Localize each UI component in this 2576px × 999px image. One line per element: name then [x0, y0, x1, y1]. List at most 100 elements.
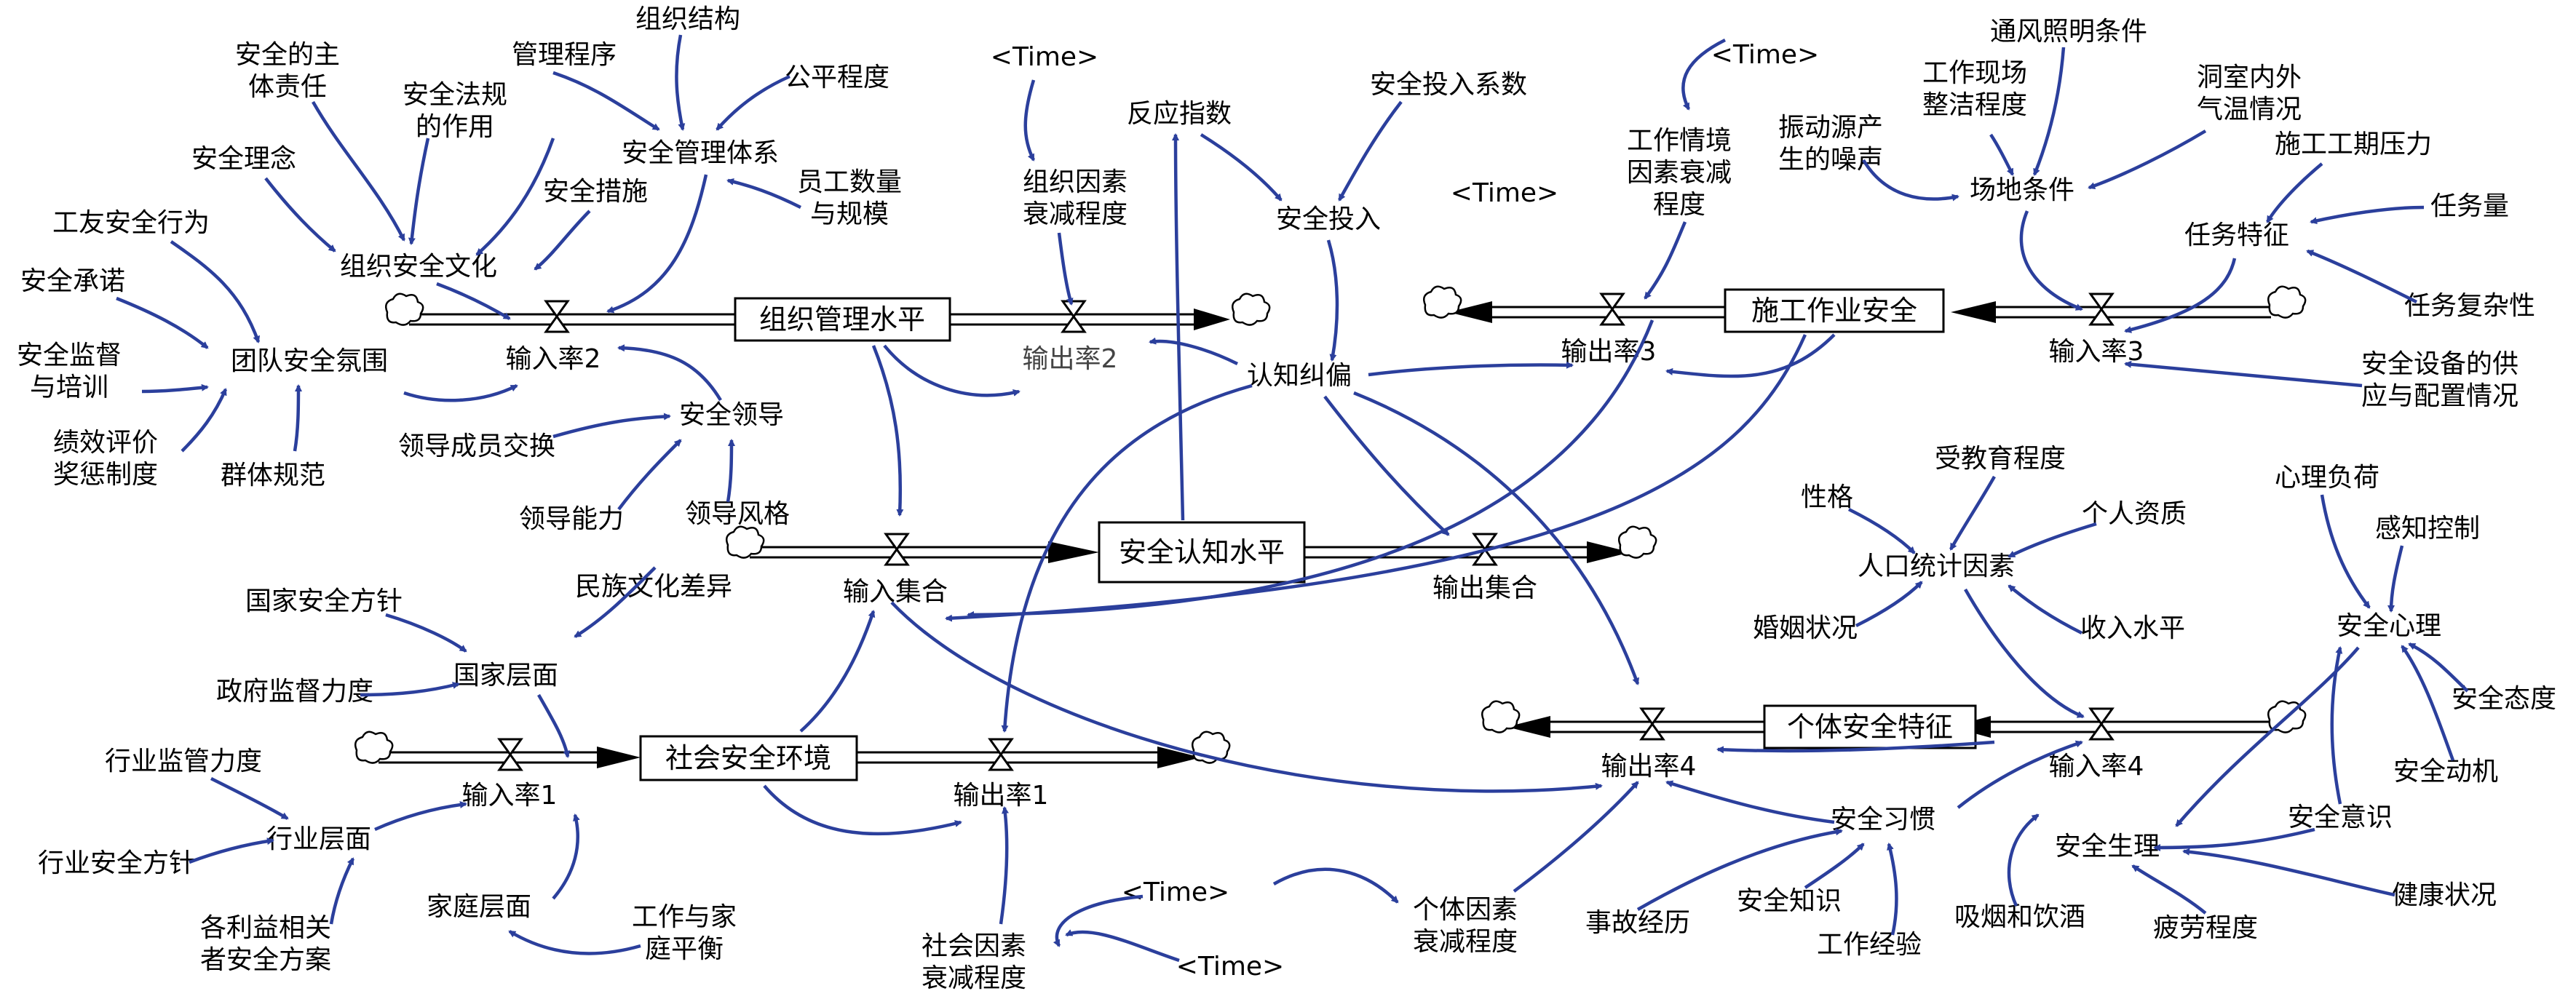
var-law: 安全法规的作用	[403, 80, 507, 142]
rate-out1: 输出率1	[954, 781, 1049, 811]
rate-in1: 输入率1	[462, 781, 558, 811]
var-safe-awareness: 安全意识	[2288, 803, 2393, 832]
var-social-decay: 社会因素衰减程度	[922, 931, 1026, 993]
var-task-feat: 任务特征	[2184, 220, 2289, 250]
cloud-icon	[1618, 525, 1657, 559]
stock-label: 社会安全环境	[665, 742, 831, 774]
var-temp: 洞室内外气温情况	[2197, 63, 2302, 124]
var-time-1: <Time>	[991, 42, 1098, 72]
cloud-icon	[1423, 285, 1462, 319]
var-supervise: 安全监督与培训	[17, 341, 122, 402]
var-cog-correct: 认知纠偏	[1247, 361, 1352, 391]
var-mgmt-sys: 安全管理体系	[622, 138, 779, 168]
var-work-family: 工作与家庭平衡	[632, 902, 737, 964]
var-qualification: 个人资质	[2082, 499, 2187, 529]
var-nation: 国家层面	[453, 661, 558, 690]
valve-in-set	[884, 533, 910, 566]
var-perception: 感知控制	[2375, 514, 2480, 544]
var-staff: 员工数量与规模	[797, 167, 902, 229]
var-lead-ability: 领导能力	[519, 504, 624, 534]
var-safe-psych: 安全心理	[2337, 611, 2441, 641]
var-mgmt-proc: 管理程序	[512, 40, 617, 70]
var-vent: 通风照明条件	[1990, 17, 2147, 47]
stock-social[interactable]: 社会安全环境	[639, 735, 858, 781]
var-health: 健康状况	[2392, 880, 2497, 910]
cloud-icon	[1232, 292, 1271, 326]
var-fatigue: 疲劳程度	[2153, 913, 2258, 943]
var-smoke: 吸烟和饮酒	[1954, 902, 2085, 932]
valve-in3	[2088, 292, 2115, 326]
valve-in2	[544, 300, 570, 333]
stock-site[interactable]: 施工作业安全	[1724, 288, 1945, 333]
var-task-amount: 任务量	[2430, 191, 2509, 221]
rate-out2: 输出率2	[1023, 344, 1118, 374]
var-demographic: 人口统计因素	[1858, 552, 2015, 581]
var-invest: 安全投入	[1276, 204, 1381, 234]
cloud-icon	[2267, 285, 2307, 319]
rate-in4: 输入率4	[2049, 752, 2144, 781]
var-indiv-decay: 个体因素衰减程度	[1413, 895, 1518, 957]
var-perf: 绩效评价奖惩制度	[53, 428, 158, 490]
stock-org[interactable]: 组织管理水平	[734, 297, 951, 342]
var-site-cond: 场地条件	[1970, 175, 2074, 205]
var-safe-subject: 安全的主体责任	[235, 40, 340, 102]
stock-label: 安全认知水平	[1119, 536, 1285, 568]
var-commit: 安全承诺	[20, 266, 125, 296]
cloud-icon	[726, 525, 765, 559]
var-accident: 事故经历	[1585, 908, 1690, 938]
stock-aware[interactable]: 安全认知水平	[1098, 521, 1306, 584]
var-team: 团队安全氛围	[231, 346, 388, 376]
var-fair: 公平程度	[785, 63, 889, 92]
var-knowledge: 安全知识	[1737, 886, 1842, 916]
var-stakeholder: 各利益相关者安全方案	[200, 913, 331, 975]
rate-out3: 输出率3	[1561, 337, 1657, 367]
rate-in-set: 输入集合	[843, 577, 948, 607]
var-family: 家庭层面	[427, 892, 531, 922]
var-experience: 工作经验	[1817, 930, 1922, 960]
var-idea: 安全理念	[191, 144, 296, 174]
var-time-4: <Time>	[1122, 877, 1229, 907]
var-personality: 性格	[1801, 482, 1853, 512]
var-invest-coef: 安全投入系数	[1370, 70, 1527, 100]
var-gov-sup: 政府监督力度	[216, 677, 373, 707]
valve-in4	[2088, 707, 2115, 741]
cloud-icon	[1481, 700, 1521, 733]
var-edu: 受教育程度	[1935, 444, 2066, 474]
stock-indiv[interactable]: 个体安全特征	[1763, 704, 1977, 749]
var-income: 收入水平	[2080, 613, 2185, 643]
var-time-3: <Time>	[1711, 40, 1819, 70]
var-equip: 安全设备的供应与配置情况	[2361, 349, 2518, 411]
social-flow-pipe	[379, 747, 1201, 768]
indiv-flow-pipe	[1507, 716, 2271, 738]
valve-out4	[1639, 707, 1665, 741]
var-industry-policy: 行业安全方针	[38, 848, 195, 878]
var-tidy: 工作现场整洁程度	[1922, 58, 2027, 120]
causal-links	[116, 34, 2469, 963]
var-worker-behavior: 工友安全行为	[52, 208, 210, 238]
var-lead-style: 领导风格	[685, 499, 790, 529]
valve-out1	[988, 738, 1014, 771]
var-time-5: <Time>	[1176, 952, 1284, 982]
stock-label: 个体安全特征	[1787, 711, 1953, 743]
var-safe-attitude: 安全态度	[2452, 684, 2556, 714]
var-lead-exchange: 领导成员交换	[398, 431, 555, 461]
var-noise: 振动源产生的噪声	[1778, 113, 1883, 175]
rate-in2: 输入率2	[506, 344, 601, 374]
var-time-2: <Time>	[1451, 178, 1558, 208]
var-org-culture: 组织安全文化	[340, 252, 497, 282]
var-industry: 行业层面	[266, 824, 371, 854]
var-task-complex: 任务复杂性	[2404, 291, 2535, 321]
stock-label: 组织管理水平	[759, 303, 925, 335]
var-industry-sup: 行业监管力度	[105, 747, 262, 776]
var-marriage: 婚姻状况	[1753, 613, 1858, 643]
rate-out-set: 输出集合	[1432, 573, 1537, 603]
var-safe-motive: 安全动机	[2393, 757, 2498, 787]
valve-out3	[1599, 292, 1625, 326]
var-react: 反应指数	[1127, 99, 1232, 129]
var-lead: 安全领导	[679, 400, 784, 430]
var-safe-physio: 安全生理	[2055, 832, 2160, 861]
rate-out4: 输出率4	[1601, 752, 1697, 781]
var-schedule: 施工工期压力	[2275, 130, 2432, 159]
valve-in1	[497, 738, 523, 771]
